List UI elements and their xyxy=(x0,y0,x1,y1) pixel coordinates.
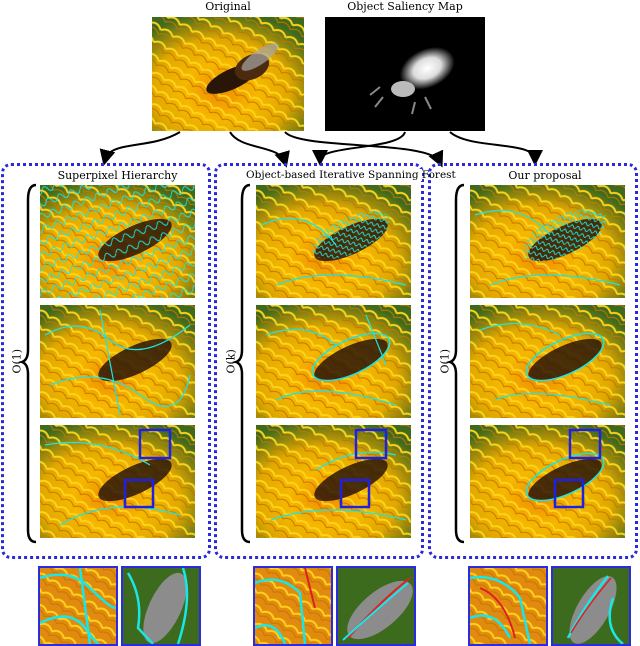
panel-title: Object-based Iterative Spanning Forest xyxy=(246,169,456,181)
zoom-crop-wing xyxy=(551,566,631,646)
highlight-box xyxy=(553,478,585,509)
panel-our-proposal xyxy=(428,163,638,559)
segmentation-image xyxy=(256,305,411,418)
panel-title: Superpixel Hierarchy xyxy=(40,169,195,182)
segmentation-image xyxy=(256,425,411,538)
segmentation-image xyxy=(470,305,625,418)
zoom-crop-wing xyxy=(121,566,201,646)
segmentation-image xyxy=(40,305,195,418)
highlight-box xyxy=(354,428,388,460)
segmentation-image xyxy=(470,185,625,298)
original-label: Original xyxy=(205,0,251,13)
segmentation-image xyxy=(470,425,625,538)
zoom-crop-wing xyxy=(336,566,416,646)
highlight-box xyxy=(339,478,371,509)
panel-superpixel-hierarchy xyxy=(1,163,211,559)
panel-title: Our proposal xyxy=(470,169,620,182)
highlight-box xyxy=(123,478,155,509)
zoom-crop-flower xyxy=(253,566,333,646)
panel-oisf xyxy=(214,163,424,559)
segmentation-image xyxy=(40,425,195,538)
zoom-crop-flower xyxy=(468,566,548,646)
saliency-label: Object Saliency Map xyxy=(347,0,463,13)
segmentation-image xyxy=(256,185,411,298)
segmentation-image xyxy=(40,185,195,298)
zoom-crop-flower xyxy=(38,566,118,646)
highlight-box xyxy=(138,428,172,460)
original-image xyxy=(152,17,304,131)
highlight-box xyxy=(568,428,602,460)
saliency-map-image xyxy=(325,17,485,131)
